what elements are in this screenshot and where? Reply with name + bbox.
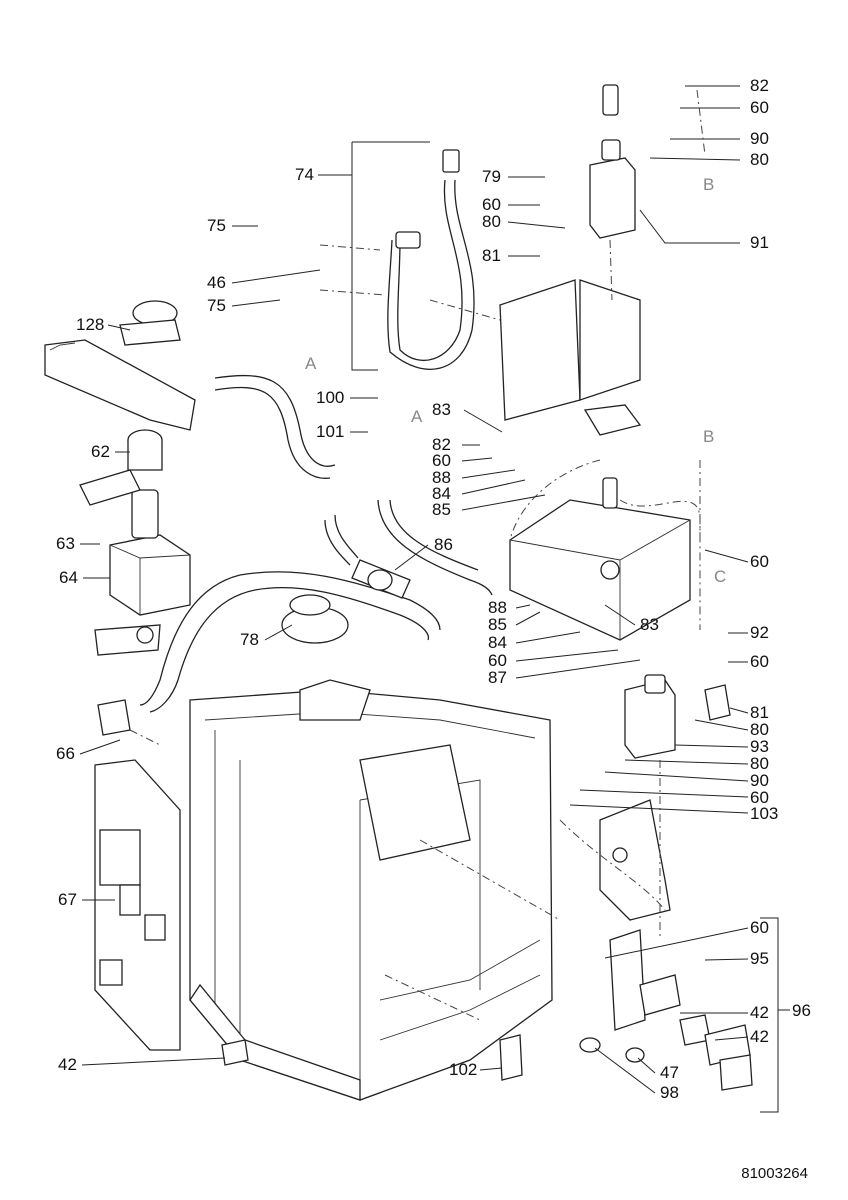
part-label-80: 80 — [482, 212, 501, 231]
part-label-95: 95 — [750, 949, 769, 968]
part-label-88: 88 — [488, 598, 507, 617]
part-label-63: 63 — [56, 534, 75, 553]
part-label-80: 80 — [750, 754, 769, 773]
part-label-83: 83 — [640, 615, 659, 634]
part-label-92: 92 — [750, 623, 769, 642]
control-board-67 — [94, 759, 181, 1051]
part-label-74: 74 — [295, 165, 314, 184]
part-label-79: 79 — [482, 167, 501, 186]
part-label-64: 64 — [59, 568, 78, 587]
part-label-75: 75 — [207, 216, 226, 235]
bracket-lower — [599, 799, 671, 921]
part-label-87: 87 — [488, 668, 507, 687]
part-label-84: 84 — [432, 484, 451, 503]
connector-label-b: B — [703, 175, 715, 194]
part-label-78: 78 — [240, 630, 259, 649]
part-label-42: 42 — [750, 1003, 769, 1022]
boiler-74 — [387, 149, 475, 370]
part-label-80: 80 — [750, 150, 769, 169]
filter-86 — [351, 559, 411, 599]
bracket-plate — [499, 279, 642, 436]
connector-label-a: A — [305, 354, 317, 373]
part-label-42: 42 — [750, 1027, 769, 1046]
pump-64 — [94, 489, 191, 656]
main-housing — [189, 679, 553, 1101]
connector-label-a: A — [411, 407, 423, 426]
microswitch-42 — [221, 1039, 249, 1066]
part-label-102: 102 — [449, 1060, 478, 1079]
part-label-62: 62 — [91, 442, 110, 461]
document-number: 81003264 — [741, 1165, 808, 1182]
part-label-60: 60 — [750, 918, 769, 937]
part-label-46: 46 — [207, 273, 226, 292]
solenoid-valve-93 — [624, 674, 731, 759]
flowmeter-62 — [79, 429, 163, 506]
part-label-100: 100 — [316, 388, 345, 407]
part-label-81: 81 — [482, 246, 501, 265]
part-label-86: 86 — [434, 535, 453, 554]
part-label-60: 60 — [750, 98, 769, 117]
part-label-81: 81 — [750, 703, 769, 722]
bracket-66 — [97, 699, 131, 736]
part-label-91: 91 — [750, 233, 769, 252]
part-label-60: 60 — [482, 195, 501, 214]
connector-label-b: B — [703, 427, 715, 446]
part-label-103: 103 — [750, 804, 779, 823]
part-label-60: 60 — [432, 451, 451, 470]
part-label-88: 88 — [432, 468, 451, 487]
part-label-85: 85 — [432, 500, 451, 519]
tubes — [139, 374, 493, 713]
heating-block — [509, 477, 691, 641]
part-label-98: 98 — [660, 1083, 679, 1102]
part-label-128: 128 — [76, 315, 105, 334]
part-label-60: 60 — [750, 788, 769, 807]
part-label-60: 60 — [750, 552, 769, 571]
part-label-80: 80 — [750, 720, 769, 739]
part-label-67: 67 — [58, 890, 77, 909]
leader-lines — [79, 85, 790, 1113]
assembly-lines — [129, 89, 706, 1021]
part-label-75: 75 — [207, 296, 226, 315]
part-label-93: 93 — [750, 737, 769, 756]
cover-plate — [44, 300, 196, 431]
part-label-85: 85 — [488, 615, 507, 634]
part-label-60: 60 — [750, 652, 769, 671]
part-label-83: 83 — [432, 400, 451, 419]
part-label-90: 90 — [750, 129, 769, 148]
part-label-82: 82 — [432, 435, 451, 454]
connector-label-c: C — [714, 567, 727, 586]
part-label-60: 60 — [488, 651, 507, 670]
part-label-90: 90 — [750, 771, 769, 790]
part-label-42: 42 — [58, 1055, 77, 1074]
part-label-84: 84 — [488, 633, 507, 652]
part-label-101: 101 — [316, 422, 345, 441]
part-label-82: 82 — [750, 76, 769, 95]
solenoid-valve-91 — [589, 84, 636, 239]
part-label-47: 47 — [660, 1063, 679, 1082]
clip-102 — [499, 1034, 523, 1081]
steam-valve-78 — [281, 594, 349, 644]
part-label-96: 96 — [792, 1001, 811, 1020]
part-label-66: 66 — [56, 744, 75, 763]
